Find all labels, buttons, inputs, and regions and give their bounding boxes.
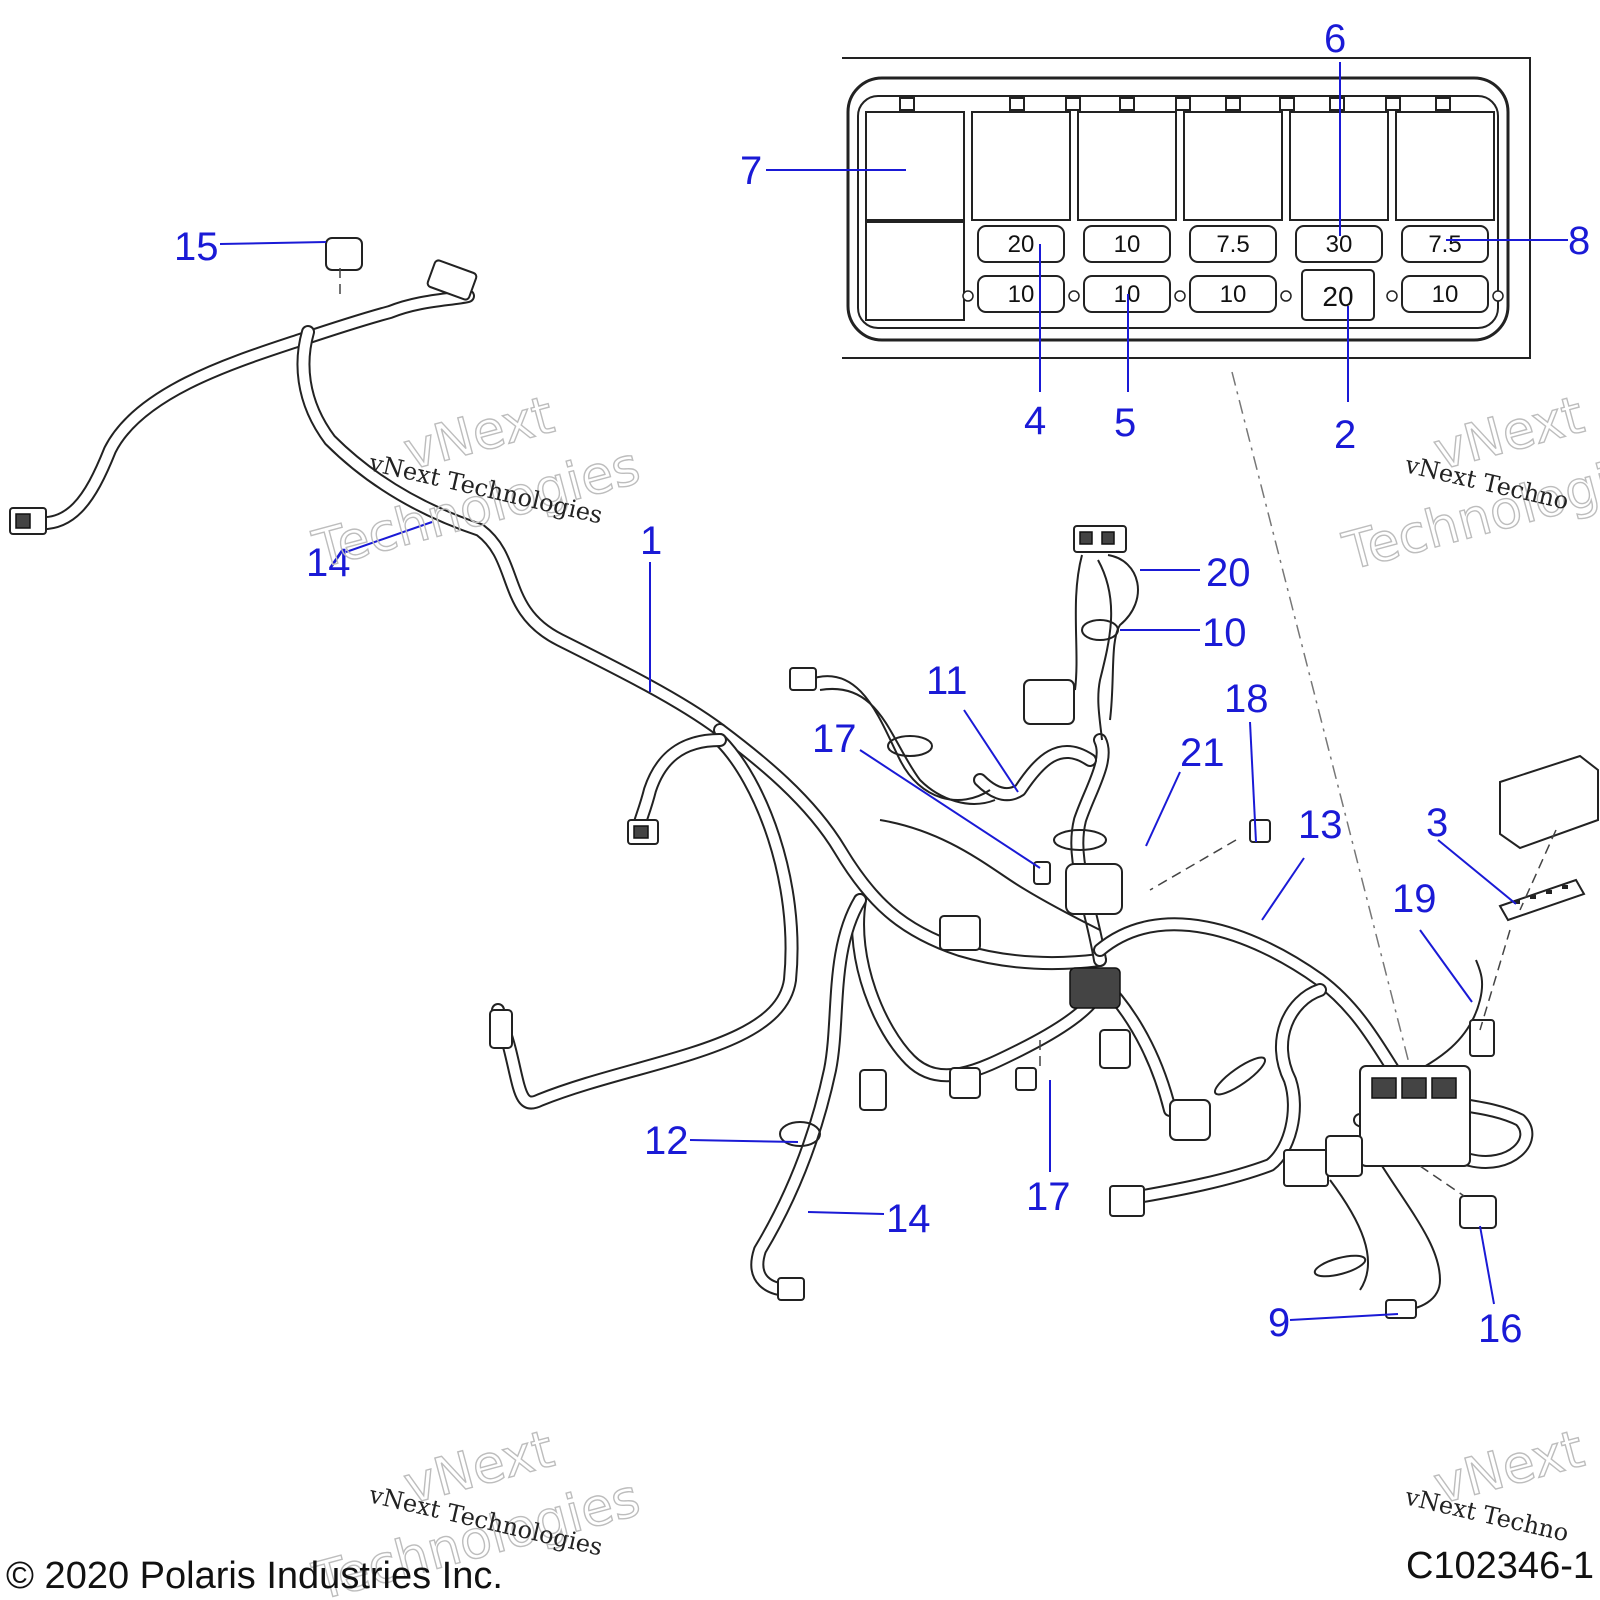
callout-18: 18 bbox=[1224, 677, 1269, 721]
callout-9: 9 bbox=[1268, 1301, 1290, 1345]
fastener-lines bbox=[339, 268, 1557, 1197]
callout-17-upper: 17 bbox=[812, 717, 857, 761]
callout-14-upper: 14 bbox=[306, 541, 351, 585]
copyright-text: © 2020 Polaris Industries Inc. bbox=[6, 1555, 503, 1597]
fuse-top-2: 10 bbox=[1114, 231, 1141, 258]
fuse-top-3: 7.5 bbox=[1216, 231, 1249, 258]
leader-lines bbox=[219, 62, 1568, 1321]
fuse-box-detail: 20 10 7.5 30 7.5 10 10 10 20 10 bbox=[842, 57, 1531, 359]
wire-harness bbox=[23, 289, 1534, 1297]
callout-16: 16 bbox=[1478, 1307, 1523, 1351]
fuse-row-bottom: 10 10 10 20 10 bbox=[977, 269, 1489, 321]
drawing-id: C102346-1 bbox=[1406, 1545, 1594, 1587]
detail-link-line bbox=[1231, 371, 1413, 1076]
callout-5: 5 bbox=[1114, 401, 1136, 445]
connectors bbox=[9, 237, 1599, 1319]
fuse-row-top: 20 10 7.5 30 7.5 bbox=[977, 225, 1489, 263]
thin-wires bbox=[807, 554, 1484, 1311]
callout-20: 20 bbox=[1206, 551, 1251, 595]
cable-ties bbox=[779, 619, 1367, 1278]
fuse-bottom-5: 10 bbox=[1432, 281, 1459, 308]
callout-17-lower: 17 bbox=[1026, 1175, 1071, 1219]
fuse-top-1: 20 bbox=[1008, 231, 1035, 258]
callout-7: 7 bbox=[740, 149, 762, 193]
callout-10: 10 bbox=[1202, 611, 1247, 655]
callout-12: 12 bbox=[644, 1119, 689, 1163]
callout-21: 21 bbox=[1180, 731, 1225, 775]
callout-4: 4 bbox=[1024, 399, 1046, 443]
callout-3: 3 bbox=[1426, 801, 1448, 845]
fuse-bottom-1: 10 bbox=[1008, 281, 1035, 308]
callout-15: 15 bbox=[174, 225, 219, 269]
callout-8: 8 bbox=[1568, 219, 1590, 263]
callout-11: 11 bbox=[926, 659, 968, 703]
watermark-right: vNext Technologies vNext Techno bbox=[1336, 385, 1600, 584]
fuse-top-5: 7.5 bbox=[1428, 231, 1461, 258]
callout-14-lower: 14 bbox=[886, 1197, 931, 1241]
callout-2: 2 bbox=[1334, 413, 1356, 457]
callout-6: 6 bbox=[1324, 17, 1346, 61]
callout-labels: 1 2 3 4 5 6 7 8 9 10 11 12 13 14 14 15 1… bbox=[174, 17, 1590, 1351]
fuse-bottom-3: 10 bbox=[1220, 281, 1247, 308]
callout-19: 19 bbox=[1392, 877, 1437, 921]
callout-13: 13 bbox=[1298, 803, 1343, 847]
watermark-center: vNext Technologies vNext Technologies bbox=[306, 385, 647, 582]
callout-1: 1 bbox=[640, 519, 662, 563]
watermark-bottom-right: vNext vNext Techno bbox=[1402, 1419, 1591, 1548]
